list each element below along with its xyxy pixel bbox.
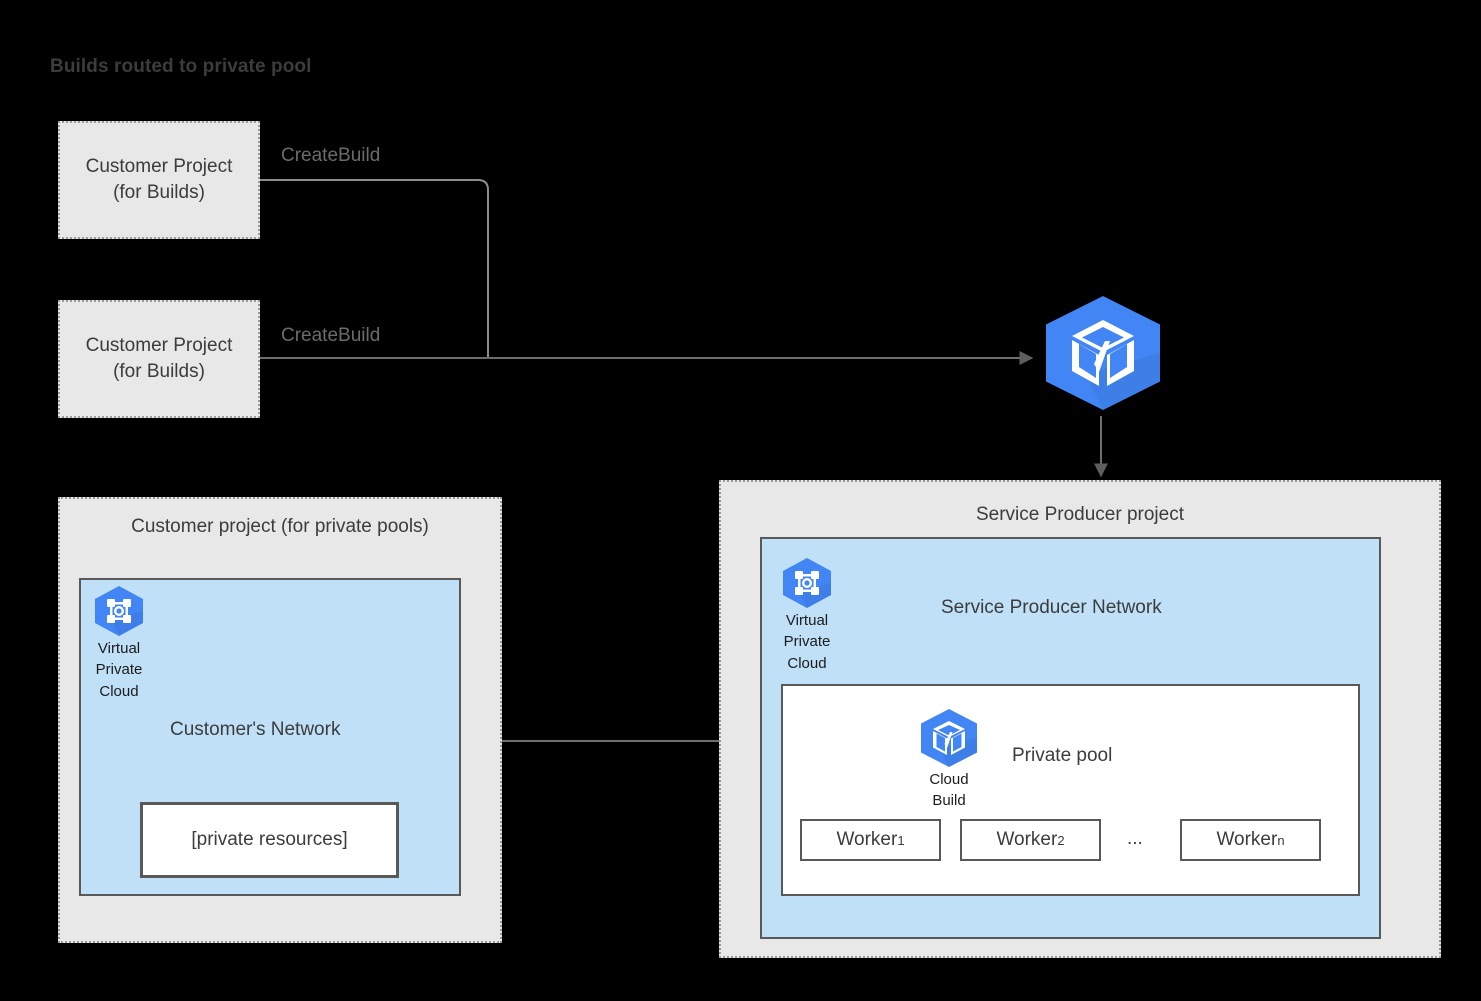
worker-ellipsis: ... — [1127, 828, 1143, 849]
worker-n-label: Worker — [1216, 829, 1278, 850]
customer-build-project-2[interactable]: Customer Project (for Builds) — [58, 300, 260, 418]
vpc-caption-line-2: Private — [783, 633, 831, 651]
vpc-customer-group: Virtual Private Cloud — [83, 585, 155, 702]
cloud-build-caption-line-2: Build — [932, 792, 966, 810]
vpc-customer-caption: Virtual Private Cloud — [83, 638, 155, 702]
worker-1-label: Worker — [836, 829, 898, 850]
cloud-build-caption-line-1: Cloud — [929, 771, 969, 788]
page-title: Builds routed to private pool — [50, 56, 312, 77]
private-pool-box[interactable] — [781, 684, 1360, 896]
customer-build-project-1-line1: Customer Project — [85, 155, 233, 177]
createbuild-label-2: CreateBuild — [281, 325, 381, 346]
cloud-build-icon — [921, 709, 977, 767]
virtual-private-cloud-icon — [783, 558, 831, 608]
service-producer-network-label: Service Producer Network — [941, 597, 1162, 618]
vpc-caption-line-1: Virtual — [97, 640, 141, 657]
service-producer-project-title: Service Producer project — [975, 504, 1185, 525]
customer-build-project-2-line1: Customer Project — [85, 334, 233, 356]
private-pool-label: Private pool — [1012, 745, 1113, 766]
createbuild-label-1: CreateBuild — [281, 145, 381, 166]
private-resources-label: [private resources] — [191, 829, 348, 850]
cloud-build-caption: Cloud Build — [916, 769, 982, 812]
cloud-build-icon[interactable] — [1042, 294, 1164, 412]
worker-1-subscript: 1 — [897, 832, 905, 848]
vpc-caption-line-2: Private — [95, 661, 143, 679]
private-resources-box[interactable]: [private resources] — [140, 802, 399, 878]
worker-2-label: Worker — [996, 829, 1058, 850]
worker-n-subscript: n — [1277, 832, 1285, 848]
customer-build-project-2-line2: (for Builds) — [113, 361, 205, 382]
virtual-private-cloud-icon — [95, 586, 143, 636]
customer-build-project-1-line2: (for Builds) — [113, 182, 205, 203]
customer-build-project-1[interactable]: Customer Project (for Builds) — [58, 121, 260, 239]
vpc-caption-line-3: Cloud — [787, 654, 827, 672]
vpc-caption-line-3: Cloud — [99, 682, 139, 700]
vpc-producer-group: Virtual Private Cloud — [771, 557, 843, 674]
vpc-producer-caption: Virtual Private Cloud — [771, 610, 843, 674]
customer-private-pool-project-title: Customer project (for private pools) — [131, 516, 429, 537]
customers-network-label: Customer's Network — [170, 719, 341, 740]
worker-2-subscript: 2 — [1057, 832, 1065, 848]
cloud-build-pool-group: Cloud Build — [916, 708, 982, 812]
vpc-caption-line-1: Virtual — [785, 612, 829, 629]
